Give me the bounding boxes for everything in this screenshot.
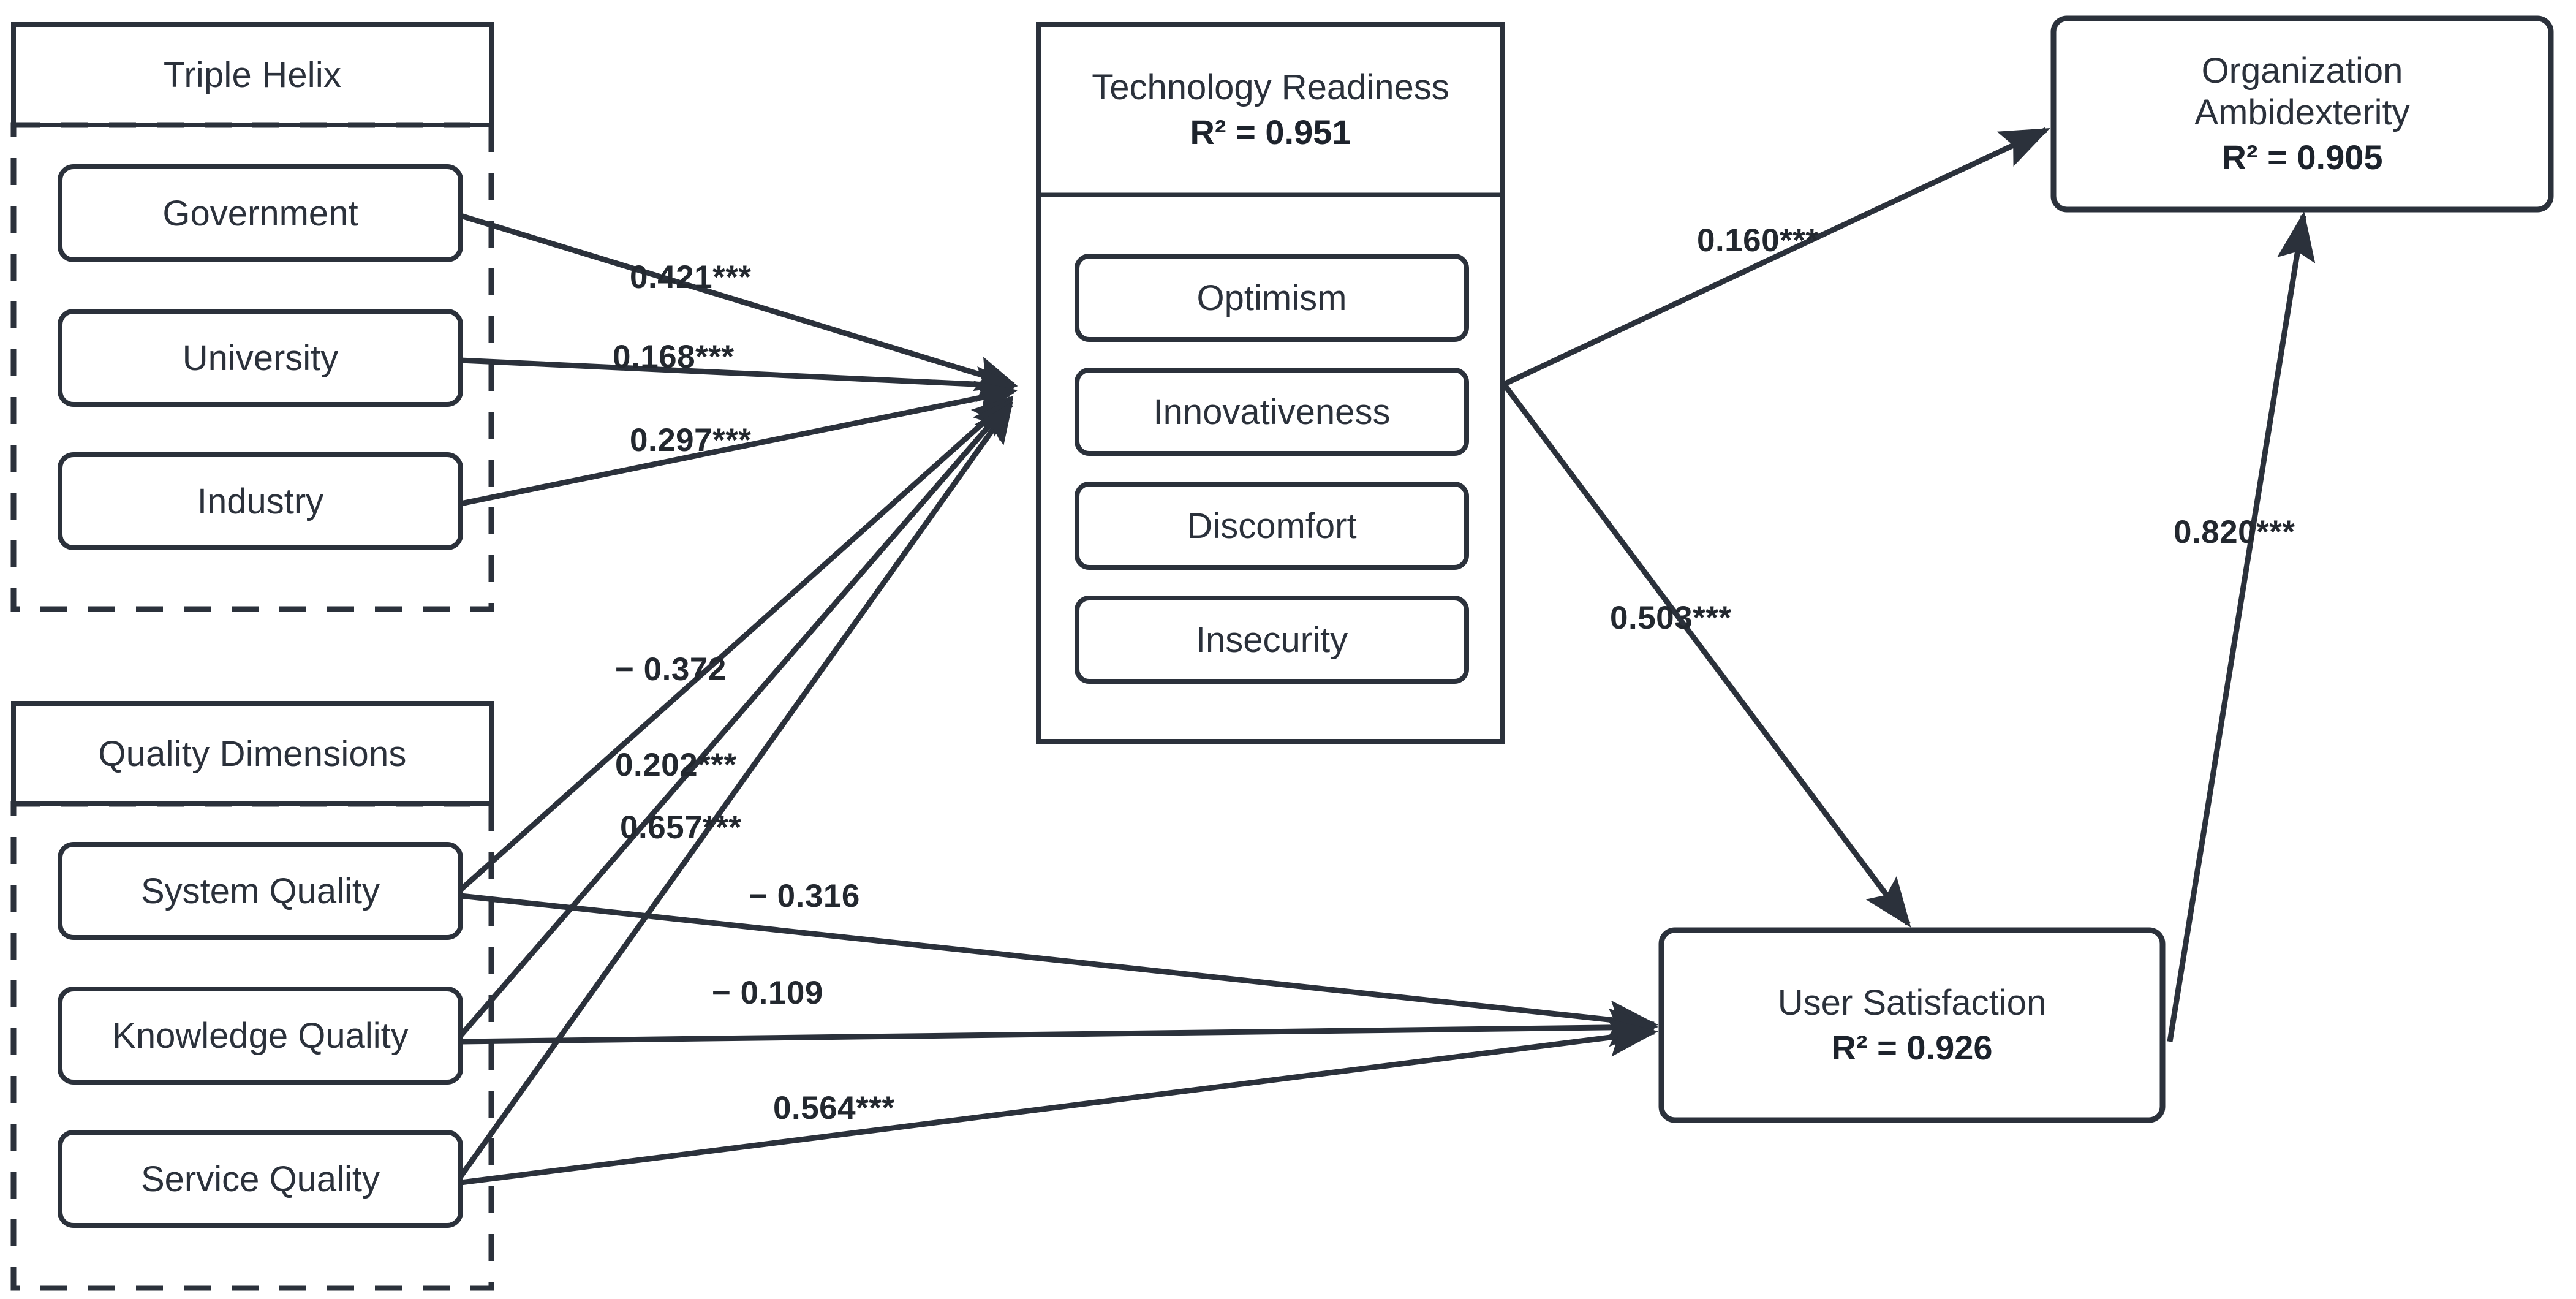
edge-gov-to-tr (459, 213, 1018, 392)
indicator-insecurity-box[interactable] (1075, 596, 1469, 684)
path-label-svq-to-us: 0.564*** (773, 1090, 895, 1126)
path-label-sq-to-tr: − 0.372 (615, 651, 727, 687)
construct-organization-ambidexterity-box[interactable] (2050, 15, 2554, 213)
node-industry-box[interactable] (58, 452, 463, 550)
indicator-discomfort-box[interactable] (1075, 482, 1469, 570)
edge-tr-to-oa (1503, 127, 2050, 387)
edge-us-to-oa (2167, 211, 2316, 1042)
path-label-ind-to-tr: 0.297*** (630, 422, 752, 458)
group-quality-dimensions-header-box (11, 701, 494, 806)
node-university-box[interactable] (58, 309, 463, 407)
edge-kq-to-tr (458, 398, 1014, 1037)
edge-kq-to-us (460, 1008, 1659, 1047)
path-label-us-to-oa: 0.820*** (2174, 514, 2295, 550)
edge-svq-to-tr (458, 401, 1013, 1178)
path-label-kq-to-us: − 0.109 (712, 975, 823, 1011)
path-label-kq-to-tr: 0.202*** (615, 747, 737, 783)
construct-user-satisfaction-box[interactable] (1658, 927, 2166, 1123)
node-knowledge-quality-box[interactable] (58, 987, 463, 1085)
group-triple-helix-dashed-container (10, 122, 494, 612)
path-label-svq-to-tr: 0.657*** (620, 809, 742, 846)
edge-sq-to-us (460, 893, 1659, 1039)
path-label-sq-to-us: − 0.316 (749, 878, 860, 914)
path-label-tr-to-oa: 0.160*** (1697, 222, 1819, 259)
edge-tr-to-us (1501, 382, 1911, 928)
path-label-gov-to-tr: 0.421*** (630, 259, 752, 295)
edge-svq-to-us (460, 1018, 1659, 1186)
edge-ind-to-tr (460, 381, 1018, 507)
node-service-quality-box[interactable] (58, 1130, 463, 1228)
edge-sq-to-tr (459, 395, 1014, 892)
path-label-uni-to-tr: 0.168*** (613, 339, 735, 375)
indicator-optimism-box[interactable] (1075, 254, 1469, 342)
group-quality-dimensions-dashed-container (10, 801, 494, 1291)
path-label-tr-to-us: 0.503*** (1610, 600, 1732, 636)
node-system-quality-box[interactable] (58, 842, 463, 940)
group-triple-helix-header-box (11, 22, 494, 127)
node-government-box[interactable] (58, 164, 463, 262)
indicator-innovativeness-box[interactable] (1075, 368, 1469, 456)
edge-uni-to-tr (460, 357, 1018, 403)
